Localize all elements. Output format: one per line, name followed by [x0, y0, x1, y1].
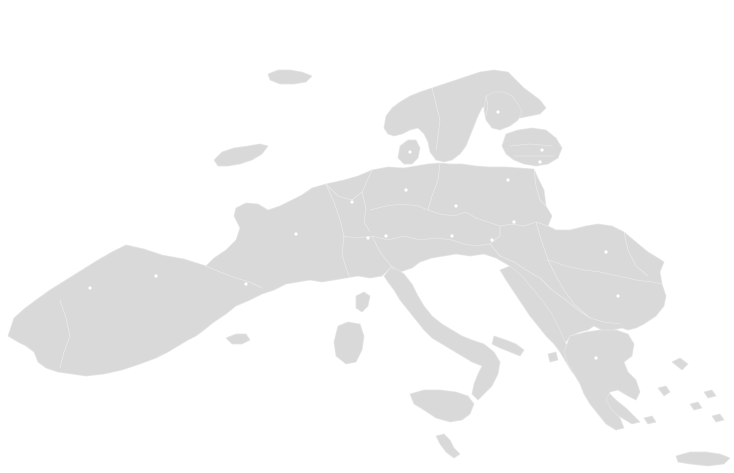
land-crete: [675, 451, 731, 467]
border-hungary-romania: [535, 221, 549, 261]
capital-dot-icon: [496, 110, 500, 114]
capital-dot-icon: [244, 282, 248, 286]
capital-dot-icon: [616, 294, 620, 298]
border-sweden-finland: [485, 95, 489, 117]
border-serbia-south: [547, 259, 621, 325]
capital-dot-icon: [538, 160, 542, 164]
land-italy-heel: [491, 335, 525, 357]
border-germany-czech: [369, 203, 467, 217]
border-germany-poland: [427, 162, 441, 211]
country-borders: [59, 87, 663, 369]
capital-dot-icon: [294, 232, 298, 236]
capital-dot-icon: [506, 178, 510, 182]
land-baltics: [501, 127, 563, 167]
land-mainland-west: [7, 162, 667, 377]
capital-dot-icon: [404, 188, 408, 192]
border-benelux: [325, 169, 373, 201]
capital-dot-icon: [474, 262, 478, 266]
border-balkans-inner: [489, 243, 591, 319]
capital-dot-icon: [594, 356, 598, 360]
land-sardinia: [333, 321, 365, 365]
capital-dot-icon: [454, 204, 458, 208]
land-ireland: [213, 143, 269, 167]
capital-dot-icon: [408, 150, 412, 154]
capital-dot-icon: [450, 234, 454, 238]
land-northern-island: [267, 69, 313, 85]
land-aegean-island-2: [657, 385, 671, 397]
border-czech-slovakia: [465, 211, 549, 227]
land-finland: [483, 91, 523, 131]
land-balearics: [225, 333, 251, 345]
border-austria-hungary: [451, 225, 501, 247]
capital-markers: [88, 110, 620, 360]
land-malta: [435, 433, 461, 459]
border-romania-bulgaria: [547, 259, 663, 285]
border-norway-sweden: [431, 87, 441, 151]
land-aegean-island-7: [711, 413, 725, 423]
border-italy-north: [371, 235, 395, 271]
border-baltic-states: [509, 143, 555, 157]
land-italy: [383, 265, 501, 401]
land-aegean-island-1: [671, 357, 689, 371]
border-poland-east: [533, 168, 547, 207]
land-aegean-island-6: [643, 415, 657, 425]
border-romania-moldova: [623, 231, 649, 277]
land-aegean-island-4: [703, 389, 717, 399]
border-spain-portugal: [59, 299, 71, 369]
capital-dot-icon: [88, 286, 92, 290]
land-greece: [563, 329, 641, 431]
capital-dot-icon: [540, 148, 544, 152]
land-aegean-island-5: [547, 351, 559, 363]
border-germany-west: [361, 191, 371, 233]
border-alps: [341, 235, 453, 241]
capital-dot-icon: [426, 300, 430, 304]
capital-dot-icon: [604, 250, 608, 254]
capital-dot-icon: [384, 234, 388, 238]
capital-dot-icon: [512, 220, 516, 224]
land-aegean-island-3: [689, 401, 703, 411]
land-balkans: [499, 265, 641, 425]
capital-dot-icon: [490, 238, 494, 242]
capital-dot-icon: [366, 236, 370, 240]
capital-dot-icon: [154, 274, 158, 278]
border-spain-france: [205, 265, 263, 289]
land-sicily: [409, 389, 475, 423]
capital-dot-icon: [350, 200, 354, 204]
land-corsica: [355, 291, 371, 313]
